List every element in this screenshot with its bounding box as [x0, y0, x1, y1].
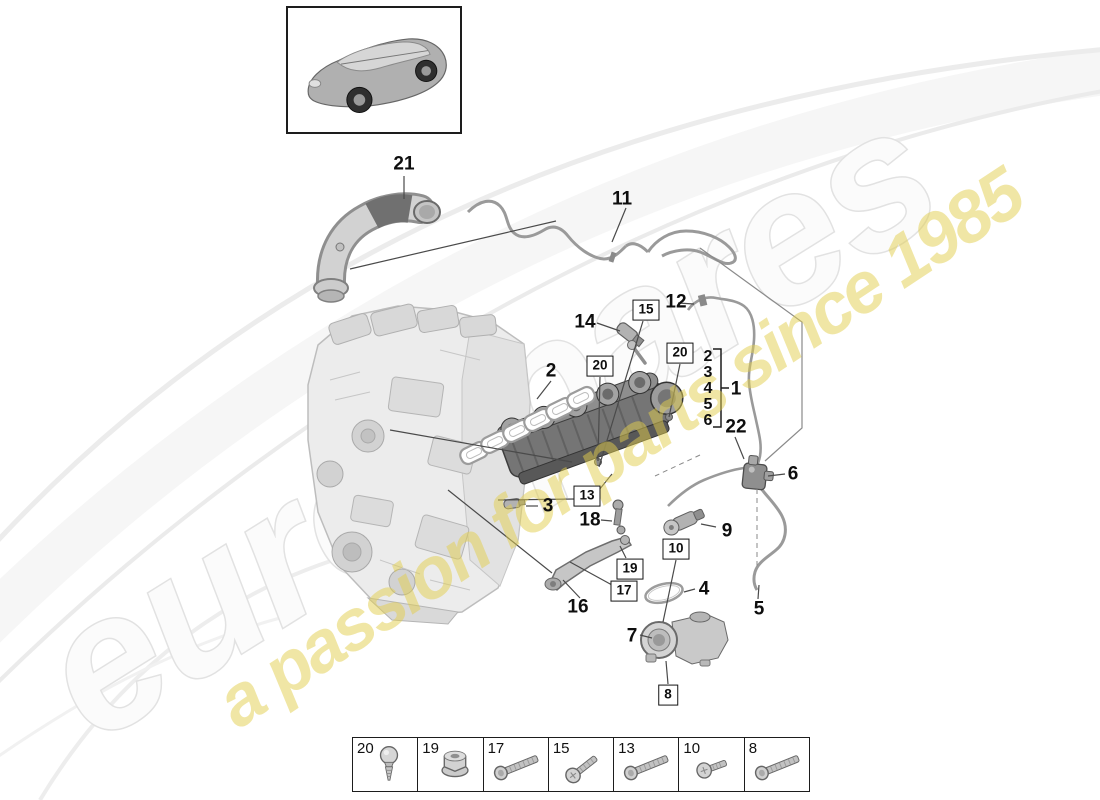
throttle-body-7	[640, 611, 729, 667]
pipe-run-line	[699, 247, 803, 462]
callout-6[interactable]: 6	[787, 463, 799, 485]
watermark-swoosh	[0, 47, 1100, 800]
vent-pipe-22	[667, 466, 753, 507]
legend-cell-17[interactable]: 17	[484, 738, 549, 791]
boxed-callout-20b[interactable]: 20	[666, 342, 694, 364]
bolt-15-part	[627, 340, 647, 365]
group-item-3[interactable]: 3	[703, 364, 713, 381]
legend-number: 19	[422, 740, 439, 757]
boxed-callout-10[interactable]: 10	[662, 538, 690, 560]
shutoff-valve-6	[741, 454, 774, 491]
group-bracket	[713, 348, 729, 428]
support-arm-16	[544, 535, 633, 591]
callout-11[interactable]: 11	[611, 188, 633, 210]
callout-7[interactable]: 7	[626, 625, 638, 647]
legend-cell-19[interactable]: 19	[418, 738, 484, 791]
o-ring-4	[644, 581, 684, 605]
legend-cell-20[interactable]: 20	[353, 738, 419, 791]
callout-12[interactable]: 12	[665, 291, 687, 313]
boxed-callout-13[interactable]: 13	[573, 485, 601, 507]
vent-hose-5	[752, 483, 787, 591]
callout-3[interactable]: 3	[542, 495, 554, 517]
callout-1[interactable]: 1	[730, 378, 742, 400]
callout-4[interactable]: 4	[698, 578, 710, 600]
group-item-4[interactable]: 4	[703, 380, 713, 397]
legend-number: 15	[552, 740, 570, 757]
fuel-line	[466, 199, 737, 266]
breather-pipe	[686, 294, 762, 471]
boxed-callout-19[interactable]: 19	[616, 558, 644, 580]
fastener-legend: 20 19 17 15 13 10 8	[352, 737, 810, 792]
sensor-3	[503, 498, 526, 510]
car-illustration	[307, 38, 447, 113]
callout-9[interactable]: 9	[721, 520, 733, 542]
legend-cell-8[interactable]: 8	[745, 738, 809, 791]
boxed-callout-17[interactable]: 17	[610, 580, 638, 602]
group-item-6[interactable]: 6	[703, 412, 713, 429]
legend-cell-15[interactable]: 15	[549, 738, 615, 791]
callout-16[interactable]: 16	[567, 596, 589, 618]
sensor-9	[663, 508, 705, 536]
legend-number: 10	[683, 740, 701, 757]
vehicle-thumbnail-box	[286, 6, 462, 134]
legend-cell-13[interactable]: 13	[614, 738, 680, 791]
engine-block-sketch	[307, 303, 531, 625]
stud-18	[612, 499, 626, 535]
legend-number: 17	[487, 740, 505, 757]
callout-5[interactable]: 5	[753, 598, 765, 620]
dashed-lines	[654, 454, 758, 568]
group-item-5[interactable]: 5	[703, 396, 713, 413]
legend-number: 13	[618, 740, 635, 757]
callout-21[interactable]: 21	[393, 153, 415, 175]
legend-number: 8	[748, 740, 758, 757]
callout-22[interactable]: 22	[725, 416, 747, 438]
leader-lines	[349, 176, 786, 685]
callout-18[interactable]: 18	[579, 509, 601, 531]
callout-2[interactable]: 2	[545, 360, 557, 382]
boxed-callout-20a[interactable]: 20	[586, 355, 614, 377]
boxed-callout-8[interactable]: 8	[658, 684, 678, 706]
air-intake-hose	[313, 192, 441, 303]
legend-number: 20	[357, 740, 374, 757]
group-item-2[interactable]: 2	[703, 348, 713, 365]
boxed-callout-15[interactable]: 15	[632, 299, 660, 321]
sensor-14	[616, 322, 645, 348]
legend-cell-10[interactable]: 10	[679, 738, 745, 791]
callout-14[interactable]: 14	[574, 311, 596, 333]
